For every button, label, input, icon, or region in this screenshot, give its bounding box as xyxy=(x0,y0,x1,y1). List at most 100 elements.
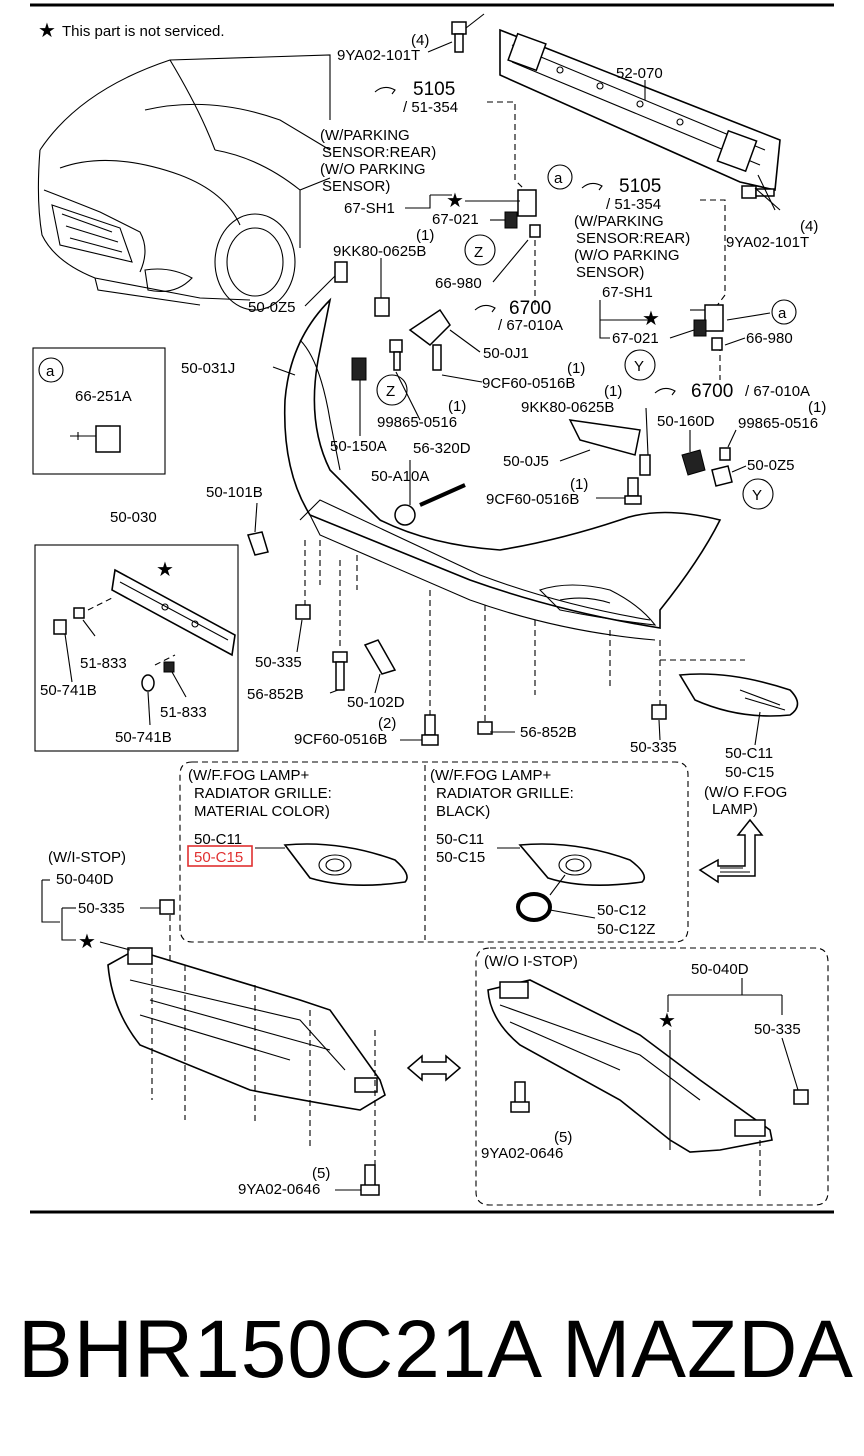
label-qty-1b: (1) xyxy=(567,360,585,377)
clip-50-102d xyxy=(363,639,397,675)
label-qty-4b: (4) xyxy=(800,218,818,235)
clip-50-101b xyxy=(247,531,269,556)
label-50-040d-a: 50-040D xyxy=(56,871,114,888)
bracket-50-160d xyxy=(681,447,731,476)
bolt-9ya02-0646-right xyxy=(510,1081,530,1113)
label-z-2: Z xyxy=(386,383,395,400)
label-51-833-a: 51-833 xyxy=(80,655,127,672)
label-50-0j1: 50-0J1 xyxy=(483,345,529,362)
label-50-031j: 50-031J xyxy=(181,360,235,377)
washer-nozzle xyxy=(394,483,466,526)
brand-name: MAZDA xyxy=(562,1304,854,1395)
label-qty-1d: (1) xyxy=(604,383,622,400)
label-wop-b2: SENSOR) xyxy=(576,264,644,281)
parts-diagram: ★ This part is not serviced. xyxy=(30,3,834,1214)
label-99865-a: 99865-0516 xyxy=(377,414,457,431)
footer: BHR150C21A MAZDA xyxy=(0,1300,864,1410)
label-50-c11-b: 50-C11 xyxy=(194,831,242,848)
fog-lamp-option-box xyxy=(179,761,689,943)
label-50-0z5-a: 50-0Z5 xyxy=(248,299,296,316)
label-50-335-c: 50-335 xyxy=(78,900,125,917)
detail-box-license-bracket xyxy=(34,544,239,752)
label-fog-blk-3: BLACK) xyxy=(436,803,490,820)
label-66-980-b: 66-980 xyxy=(746,330,793,347)
label-50-160d: 50-160D xyxy=(657,413,715,430)
label-z-1: Z xyxy=(474,244,483,261)
label-50-0j5: 50-0J5 xyxy=(503,453,549,470)
star-icon: ★ xyxy=(38,20,56,42)
label-50-741b-a: 50-741B xyxy=(40,682,97,699)
label-50-335-d: 50-335 xyxy=(754,1021,801,1038)
label-50-0z5-b: 50-0Z5 xyxy=(747,457,795,474)
label-fog-mat-3: MATERIAL COLOR) xyxy=(194,803,330,820)
assembly-guides xyxy=(304,101,745,722)
bolt-56-852b-right xyxy=(477,721,493,735)
label-w-istop: (W/I-STOP) xyxy=(48,849,126,866)
label-51354-b: / 51-354 xyxy=(606,196,661,213)
label-56-320d: 56-320D xyxy=(413,440,471,457)
label-9ya02-101t-a: 9YA02-101T xyxy=(337,47,420,64)
bracket-50-150a xyxy=(351,339,403,381)
label-wo-istop: (W/O I-STOP) xyxy=(484,953,578,970)
label-qty-2: (2) xyxy=(378,715,396,732)
swap-arrow-icon xyxy=(698,818,764,884)
label-wp-rear-1: (W/PARKING xyxy=(320,127,410,144)
label-5105-a: 5105 xyxy=(413,79,455,100)
reference-circles xyxy=(376,164,797,510)
bolt-9cf60-low xyxy=(421,714,439,746)
star-icon: ★ xyxy=(446,190,464,212)
star-icon: ★ xyxy=(156,559,174,581)
fog-lamp-blank-cover xyxy=(678,673,799,717)
double-arrow-icon xyxy=(406,1054,462,1082)
label-qty-5a: (5) xyxy=(312,1165,330,1182)
nut-50-335-right xyxy=(651,704,667,720)
label-99865-b: 99865-0516 xyxy=(738,415,818,432)
label-9ya02-101t-b: 9YA02-101T xyxy=(726,234,809,251)
bracket-50-0j5 xyxy=(568,419,651,476)
label-wo-fog-1: (W/O F.FOG xyxy=(704,784,787,801)
sensor-holder-lower xyxy=(693,304,724,351)
label-67-021-b: 67-021 xyxy=(612,330,659,347)
bracket-50-0j1 xyxy=(374,297,451,371)
label-50-c11-a: 50-C11 xyxy=(725,745,773,762)
label-wop-b1: (W/O PARKING xyxy=(574,247,680,264)
label-fog-mat-2: RADIATOR GRILLE: xyxy=(194,785,332,802)
sensor-holder-upper xyxy=(504,189,541,238)
label-fog-mat-1: (W/F.FOG LAMP+ xyxy=(188,767,310,784)
detail-box-a xyxy=(32,347,166,475)
label-wop-2: SENSOR) xyxy=(322,178,390,195)
star-icon: ★ xyxy=(658,1010,676,1032)
label-50-c15-c: 50-C15 xyxy=(436,849,485,866)
label-fog-blk-2: RADIATOR GRILLE: xyxy=(436,785,574,802)
bolt-top-right xyxy=(741,185,775,199)
part-number: BHR150C21A xyxy=(18,1304,544,1395)
label-67-sh1-a: 67-SH1 xyxy=(344,200,395,217)
label-56-852b-a: 56-852B xyxy=(247,686,304,703)
label-50-335-b: 50-335 xyxy=(630,739,677,756)
label-52-070: 52-070 xyxy=(616,65,663,82)
label-9ya02-0646-b: 9YA02-0646 xyxy=(481,1145,563,1162)
label-wo-fog-2: LAMP) xyxy=(712,801,758,818)
fog-ring-50-c12 xyxy=(516,892,552,922)
part-66-251a xyxy=(70,425,121,453)
label-50-c12z: 50-C12Z xyxy=(597,921,655,938)
label-50-c15-a: 50-C15 xyxy=(725,764,774,781)
label-fog-blk-1: (W/F.FOG LAMP+ xyxy=(430,767,552,784)
nut-50-335-left xyxy=(295,604,311,620)
label-5105-b: 5105 xyxy=(619,176,661,197)
label-y-1: Y xyxy=(634,358,644,375)
label-wp-rear-b2: SENSOR:REAR) xyxy=(576,230,690,247)
label-qty-5b: (5) xyxy=(554,1129,572,1146)
label-9cf60-c: 9CF60-0516B xyxy=(294,731,387,748)
label-66-980-a: 66-980 xyxy=(435,275,482,292)
label-qty-1c: (1) xyxy=(448,398,466,415)
car-front-illustration xyxy=(37,54,331,311)
fog-bezel-material xyxy=(283,843,408,886)
label-50-040d-b: 50-040D xyxy=(691,961,749,978)
label-67-021-a: 67-021 xyxy=(432,211,479,228)
label-50-741b-b: 50-741B xyxy=(115,729,172,746)
label-51-833-b: 51-833 xyxy=(160,704,207,721)
bolt-9ya02-0646-left xyxy=(360,1164,380,1196)
label-9cf60-a: 9CF60-0516B xyxy=(482,375,575,392)
undercover-without-istop xyxy=(487,979,773,1153)
